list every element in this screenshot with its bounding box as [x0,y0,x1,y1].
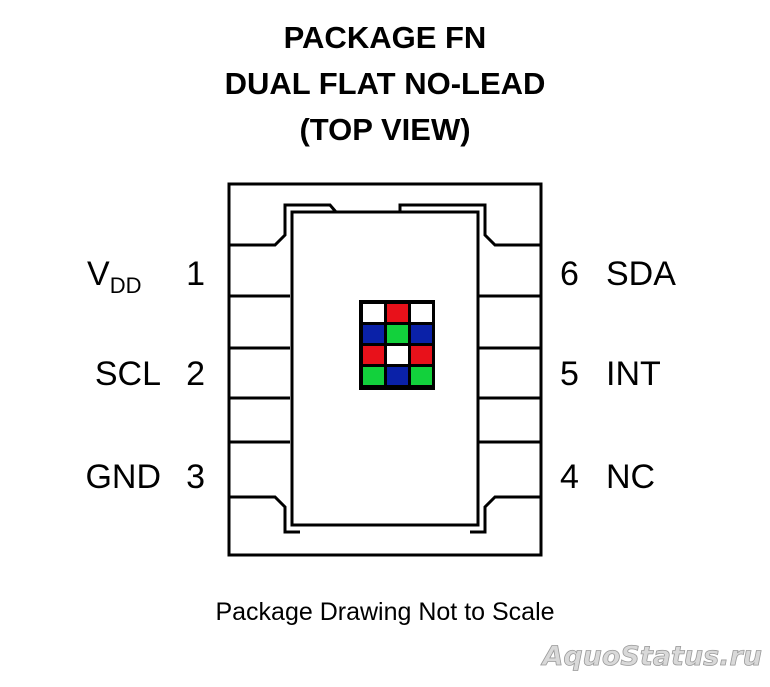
title-line-1: PACKAGE FN [284,20,487,55]
pad-4-lower-outline [470,495,541,534]
sensor-cell [411,304,432,322]
pin-5-number: 5 [560,355,579,393]
package-outline [227,182,543,557]
sensor-cell [363,346,384,364]
pin-5-name: INT [606,355,661,393]
pin-2-number: 2 [186,355,205,393]
pin-6-number: 6 [560,255,579,293]
pad-3-outline [229,396,290,444]
sensor-cell [387,367,408,385]
pin-6-name: SDA [606,255,676,293]
watermark: AquoStatus.ru [540,641,762,672]
sensor-array [359,300,435,390]
pad-6-outline [398,203,541,247]
pin-4-name: NC [606,458,655,496]
sensor-cell [411,346,432,364]
sensor-cell [411,325,432,343]
pin-1-name-subscript: DD [110,273,142,298]
sensor-cell [363,367,384,385]
sensor-cell [363,325,384,343]
caption: Package Drawing Not to Scale [215,598,554,626]
pad-1-outline [229,203,338,247]
sensor-cell [387,304,408,322]
sensor-cell [363,304,384,322]
pin-1-number: 1 [186,255,205,293]
pin-3-number: 3 [186,458,205,496]
pin-2-name: SCL [95,355,161,393]
pin-4-number: 4 [560,458,579,496]
pad-2-outline [229,294,290,350]
pin-3-name: GND [85,458,161,496]
title-line-3: (TOP VIEW) [299,112,470,147]
sensor-cell [387,346,408,364]
pad-5-outline [478,294,541,350]
sensor-cell [387,325,408,343]
pin-1-name: VDD [87,255,141,298]
pad-4-outline [478,396,541,444]
pad-3-lower-outline [229,495,300,534]
sensor-cell [411,367,432,385]
title-line-2: DUAL FLAT NO-LEAD [225,66,546,101]
